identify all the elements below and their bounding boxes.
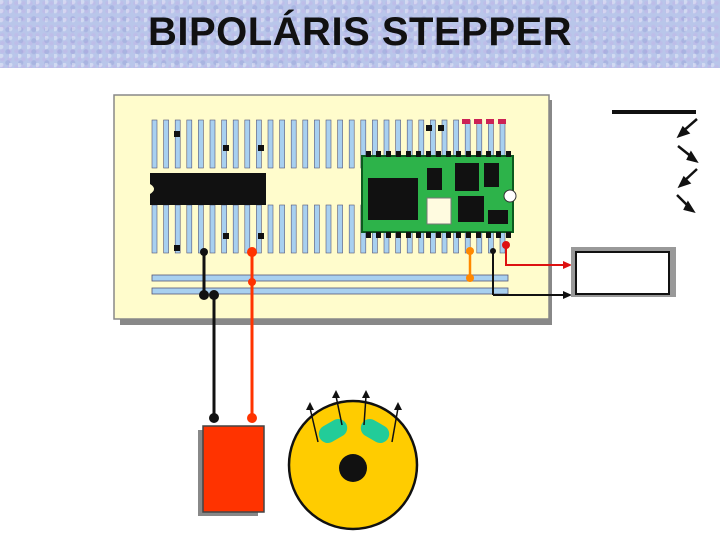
breadboard-strip <box>198 119 204 169</box>
header-pin <box>486 151 491 157</box>
header-pin <box>416 151 421 157</box>
breadboard-strip <box>244 204 251 254</box>
breadboard-strip <box>267 204 274 254</box>
breadboard-strip <box>232 119 239 169</box>
breadboard-strip <box>348 204 355 254</box>
header-pin <box>396 151 401 157</box>
header-pin <box>426 232 431 238</box>
wires <box>199 241 572 423</box>
button-icons <box>612 110 699 213</box>
header-pin <box>426 151 431 157</box>
motor-coil-b <box>360 419 390 443</box>
breadboard-strip <box>174 119 181 169</box>
header-pin <box>476 232 481 238</box>
header-pin <box>406 232 411 238</box>
breadboard-strip <box>198 204 204 254</box>
arduino-header-pins <box>366 151 511 238</box>
header-pin <box>456 151 461 157</box>
header-pin <box>386 232 391 238</box>
motor-leads <box>309 395 399 443</box>
breadboard-strip <box>325 119 332 169</box>
header-pin <box>406 151 411 157</box>
breadboard-strip <box>302 204 309 254</box>
breadboard-strip <box>151 204 158 254</box>
breadboard-strip <box>209 204 216 254</box>
motor-shaft <box>339 454 367 482</box>
power-rail-bottom <box>151 287 509 295</box>
header-pin <box>386 151 391 157</box>
breadboard-strip <box>290 204 297 254</box>
breadboard-strip <box>256 119 262 169</box>
driver-ic <box>150 173 266 205</box>
header-pin <box>476 151 481 157</box>
display-wire-red <box>505 245 565 266</box>
display-box <box>571 247 676 297</box>
header-pin <box>446 151 451 157</box>
breadboard-upper-strips <box>151 119 506 169</box>
breadboard-strip <box>221 119 227 169</box>
breadboard-strip <box>221 204 227 254</box>
header-pin <box>366 232 371 238</box>
header-pin <box>376 232 381 238</box>
breadboard-strip <box>267 119 274 169</box>
breadboard-strip <box>244 119 251 169</box>
header-pin <box>366 151 371 157</box>
breadboard-strip <box>209 119 216 169</box>
header-pin <box>486 232 491 238</box>
header-pin <box>456 232 461 238</box>
arduino-board <box>361 151 517 238</box>
breadboard-strip <box>314 119 320 169</box>
header-pin <box>416 232 421 238</box>
breadboard-strip <box>337 204 343 254</box>
breadboard-strip <box>337 119 343 169</box>
stepper-motor <box>287 390 419 531</box>
breadboard-strip <box>163 204 169 254</box>
breadboard-strip <box>290 119 297 169</box>
wiring-diagram <box>113 94 699 531</box>
header-pin <box>496 232 501 238</box>
header-pin <box>436 232 441 238</box>
header-pin <box>496 151 501 157</box>
breadboard-strip <box>302 119 309 169</box>
breadboard-strip <box>186 119 193 169</box>
breadboard-strip <box>279 204 285 254</box>
header-pin <box>506 232 511 238</box>
breadboard-strip <box>256 204 262 254</box>
power-rail-top <box>151 274 509 282</box>
header-pin <box>466 151 471 157</box>
power-supply <box>198 425 265 516</box>
header-pin <box>446 232 451 238</box>
breadboard-strip <box>348 119 355 169</box>
header-pin <box>466 232 471 238</box>
breadboard-strip <box>325 204 332 254</box>
breadboard-strip <box>151 119 158 169</box>
title-bar: BIPOLÁRIS STEPPER <box>0 0 720 68</box>
microcontroller-chip <box>368 178 418 220</box>
breadboard-strip <box>163 119 169 169</box>
header-pin <box>506 151 511 157</box>
breadboard-strip <box>279 119 285 169</box>
header-pin <box>376 151 381 157</box>
motor-coil-a <box>318 419 348 443</box>
header-pin <box>436 151 441 157</box>
breadboard-strip <box>232 204 239 254</box>
breadboard-strip <box>314 204 320 254</box>
header-pin <box>396 232 401 238</box>
page-title: BIPOLÁRIS STEPPER <box>147 10 573 54</box>
breadboard-strip <box>186 204 193 254</box>
